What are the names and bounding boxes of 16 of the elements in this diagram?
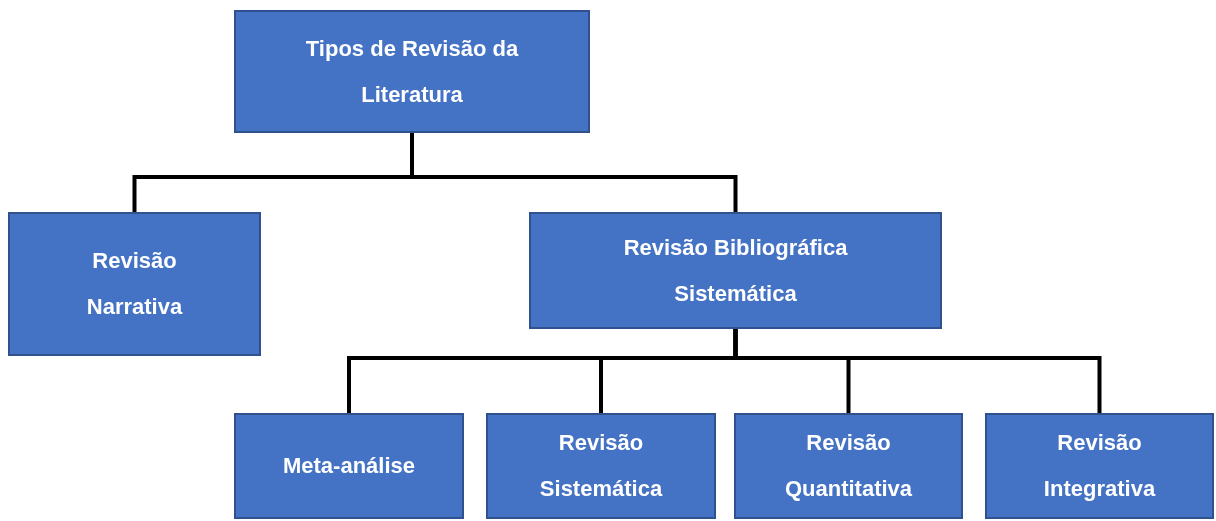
box-label: Revisão Sistemática: [538, 429, 664, 503]
category-box: [529, 212, 942, 329]
category-box: [8, 212, 261, 356]
category-box: [234, 413, 464, 519]
box-label: Revisão Narrativa: [85, 247, 184, 321]
category-box: [985, 413, 1214, 519]
connector-line: [733, 329, 1102, 413]
connector-line: [410, 133, 738, 212]
box-label: Revisão Quantitativa: [783, 429, 914, 503]
box-label: Tipos de Revisão da Literatura: [304, 34, 520, 109]
box-label: Revisão Integrativa: [1042, 429, 1157, 503]
category-box: [734, 413, 963, 519]
box-label: Meta-análise: [282, 452, 416, 480]
category-box: [234, 10, 590, 133]
box-label: Revisão Bibliográfica Sistemática: [622, 233, 849, 308]
category-box: [486, 413, 716, 519]
